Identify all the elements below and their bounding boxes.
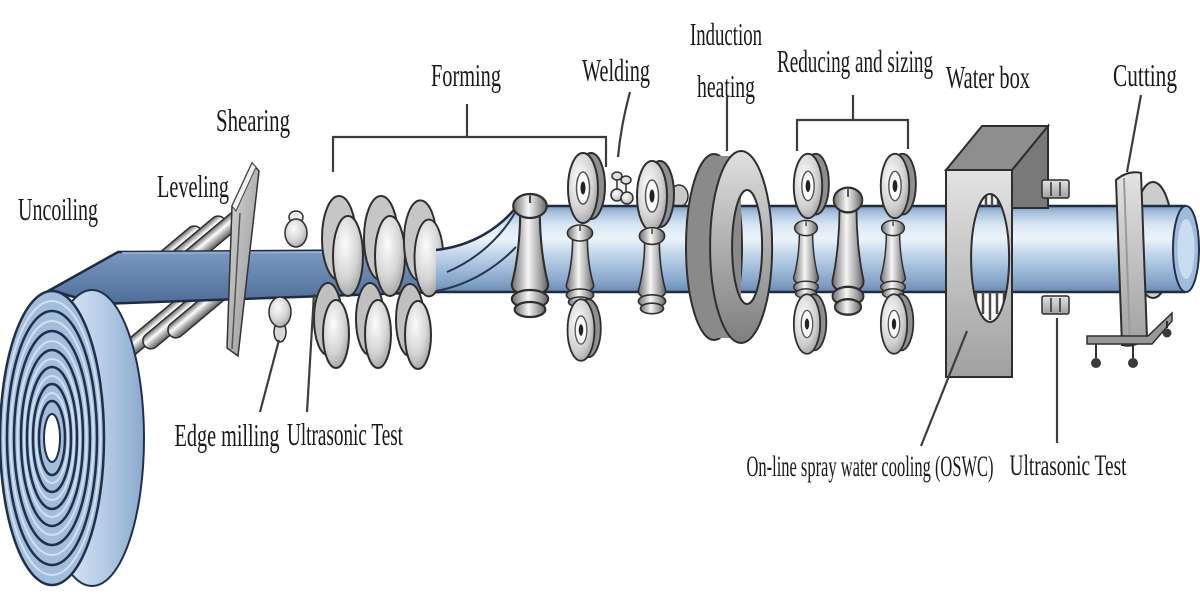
label-induction-heating-line1: Induction: [690, 16, 762, 52]
ultrasonic-sensor-bottom: [1041, 295, 1070, 315]
cutoff-carriage: [1086, 311, 1173, 368]
label-welding: Welding: [582, 52, 650, 88]
label-ultrasonic-test-1: Ultrasonic Test: [287, 416, 403, 452]
weld-point: [610, 171, 634, 205]
squeeze-roll: [565, 224, 595, 308]
bracket-forming: [331, 135, 608, 172]
carriage-wheel: [1162, 328, 1172, 338]
label-oswc: On-line spray water cooling (OSWC): [747, 450, 994, 483]
label-uncoiling: Uncoiling: [18, 191, 98, 227]
label-forming: Forming: [431, 57, 501, 93]
forming-roll-bottom: [395, 283, 432, 370]
induction-heating-coil: [685, 149, 774, 345]
ultrasonic-sensor-top: [1041, 179, 1070, 199]
label-cutting: Cutting: [1113, 57, 1177, 93]
sizing-roll: [792, 219, 820, 300]
seam-guide-disc-top: [636, 160, 675, 232]
seam-guide-disc-top: [567, 152, 606, 224]
carriage-wheel: [1091, 358, 1101, 368]
label-shearing: Shearing: [216, 102, 290, 138]
vertical-guide-roll: [510, 192, 550, 319]
sizing-disc-top: [879, 152, 917, 220]
edge-milling-rollers: [268, 210, 308, 343]
carriage-wheel: [1128, 358, 1138, 368]
label-reducing-and-sizing: Reducing and sizing: [777, 43, 933, 79]
sizing-disc-bottom: [792, 293, 828, 355]
leader-cutting: [1125, 94, 1143, 173]
strip-to-pipe-transition: [446, 210, 517, 273]
leader-ultrasonic-test-1: [305, 293, 316, 413]
seam-guide-disc-bottom: [566, 298, 602, 362]
shearing-blade: [226, 161, 260, 358]
sizing-stand-center: [831, 186, 865, 316]
reducing-sizing-rolls: [792, 152, 917, 355]
squeeze-roll: [637, 226, 667, 315]
label-induction-heating-line2: heating: [697, 68, 755, 104]
label-edge-milling: Edge milling: [175, 417, 280, 453]
label-ultrasonic-test-2: Ultrasonic Test: [1010, 449, 1127, 482]
sizing-disc-top: [792, 152, 830, 220]
bracket-reducing-sizing: [795, 118, 910, 151]
sizing-roll: [879, 219, 907, 300]
water-box: [943, 123, 1051, 378]
leader-edge-milling: [258, 339, 281, 413]
uncoiler-coil: [0, 289, 145, 587]
label-leveling: Leveling: [157, 168, 229, 204]
label-water-box: Water box: [946, 59, 1030, 95]
cutting-saw: [1114, 171, 1149, 347]
leader-welding: [616, 91, 632, 158]
sizing-disc-bottom: [879, 293, 915, 355]
forming-roll-bottom: [355, 282, 392, 369]
leader-oswc: [919, 330, 969, 447]
